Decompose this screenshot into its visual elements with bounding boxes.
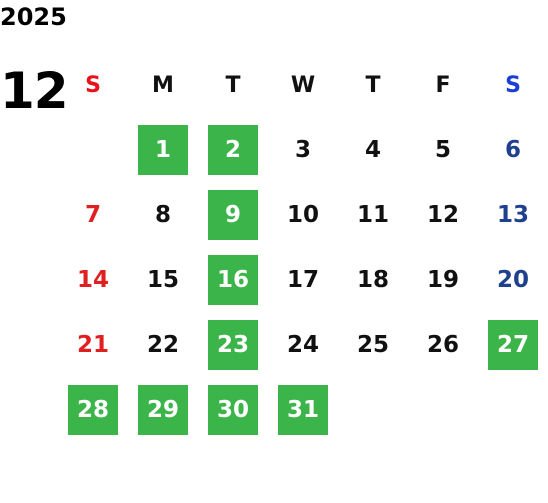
day-cell[interactable]: 19 [426, 267, 459, 293]
year-label: 2025 [0, 3, 67, 31]
highlighted-day-cell[interactable]: 27 [488, 320, 538, 370]
highlighted-day-cell[interactable]: 31 [278, 385, 328, 435]
day-cell[interactable]: 20 [496, 267, 529, 293]
highlighted-day-cell[interactable]: 30 [208, 385, 258, 435]
day-cell[interactable]: 11 [356, 202, 389, 228]
day-cell[interactable]: 24 [286, 332, 319, 358]
day-cell[interactable]: 7 [84, 202, 101, 228]
highlighted-day-cell[interactable]: 29 [138, 385, 188, 435]
highlighted-day-cell[interactable]: 1 [138, 125, 188, 175]
day-cell[interactable]: 4 [364, 137, 381, 163]
day-cell[interactable]: 8 [154, 202, 171, 228]
day-cell[interactable]: 22 [146, 332, 179, 358]
day-cell[interactable]: 13 [496, 202, 529, 228]
day-cell[interactable]: 15 [146, 267, 179, 293]
day-cell[interactable]: 10 [286, 202, 319, 228]
highlighted-day-cell[interactable]: 28 [68, 385, 118, 435]
day-cell[interactable]: 25 [356, 332, 389, 358]
day-cell[interactable]: 18 [356, 267, 389, 293]
day-cell[interactable]: 17 [286, 267, 319, 293]
month-number: 12 [0, 62, 69, 120]
highlighted-day-cell[interactable]: 2 [208, 125, 258, 175]
day-cell[interactable]: 26 [426, 332, 459, 358]
day-cell[interactable]: 3 [294, 137, 311, 163]
day-cell[interactable]: 6 [504, 137, 521, 163]
highlighted-day-cell[interactable]: 9 [208, 190, 258, 240]
weekday-header: S [85, 72, 101, 98]
weekday-header: W [290, 72, 316, 98]
highlighted-day-cell[interactable]: 23 [208, 320, 258, 370]
day-cell[interactable]: 14 [76, 267, 109, 293]
weekday-header: M [152, 72, 174, 98]
empty-day-cell [68, 125, 118, 175]
day-cell[interactable]: 21 [76, 332, 109, 358]
day-cell[interactable]: 5 [434, 137, 451, 163]
weekday-header: T [365, 72, 381, 98]
day-cell[interactable]: 12 [426, 202, 459, 228]
weekday-header: F [435, 72, 451, 98]
weekday-header: S [505, 72, 521, 98]
highlighted-day-cell[interactable]: 16 [208, 255, 258, 305]
weekday-header: T [225, 72, 241, 98]
